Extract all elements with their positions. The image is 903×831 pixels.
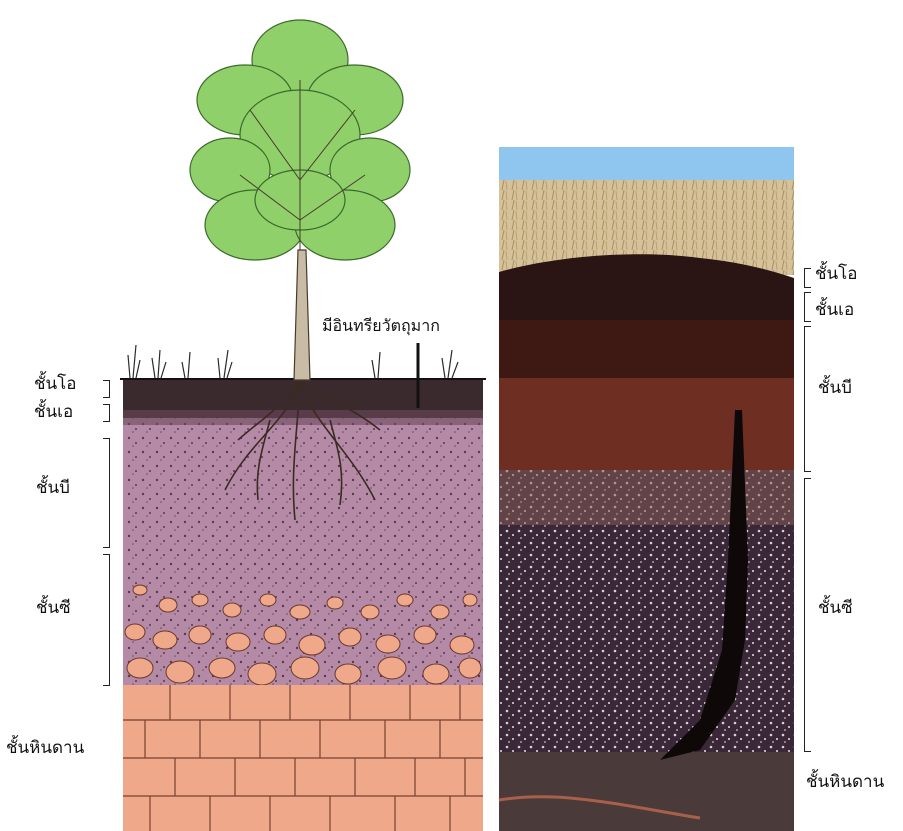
left-b-brace xyxy=(103,438,110,548)
left-o-brace xyxy=(103,380,110,398)
photo-bedrock xyxy=(499,752,794,831)
left-b-horizon-label: ชั้นบี xyxy=(36,480,70,497)
right-b-horizon-label: ชั้นบี xyxy=(818,380,852,397)
left-bedrock-label: ชั้นหินดาน xyxy=(6,740,84,757)
left-a-horizon-label: ชั้นเอ xyxy=(34,404,73,421)
photo-c-horizon xyxy=(499,525,794,755)
tree-trunk xyxy=(294,250,310,380)
right-b-brace xyxy=(804,326,811,472)
right-c-brace xyxy=(804,478,811,752)
right-o-horizon-label: ชั้นโอ xyxy=(815,266,858,283)
left-a-brace xyxy=(103,404,110,422)
photo-a-horizon xyxy=(499,320,794,380)
right-c-horizon-label: ชั้นซี xyxy=(818,600,853,617)
left-o-horizon-label: ชั้นโอ xyxy=(34,376,77,393)
photo-b-horizon xyxy=(499,378,794,478)
right-a-horizon-label: ชั้นเอ xyxy=(815,302,854,319)
grass-tufts xyxy=(128,345,458,378)
right-o-brace xyxy=(804,268,811,288)
right-bedrock-label: ชั้นหินดาน xyxy=(806,774,884,791)
left-c-horizon-label: ชั้นซี xyxy=(36,600,71,617)
right-a-brace xyxy=(804,292,811,322)
organic-matter-label: มีอินทรียวัตถุมาก xyxy=(322,318,440,334)
left-c-brace xyxy=(103,554,110,686)
